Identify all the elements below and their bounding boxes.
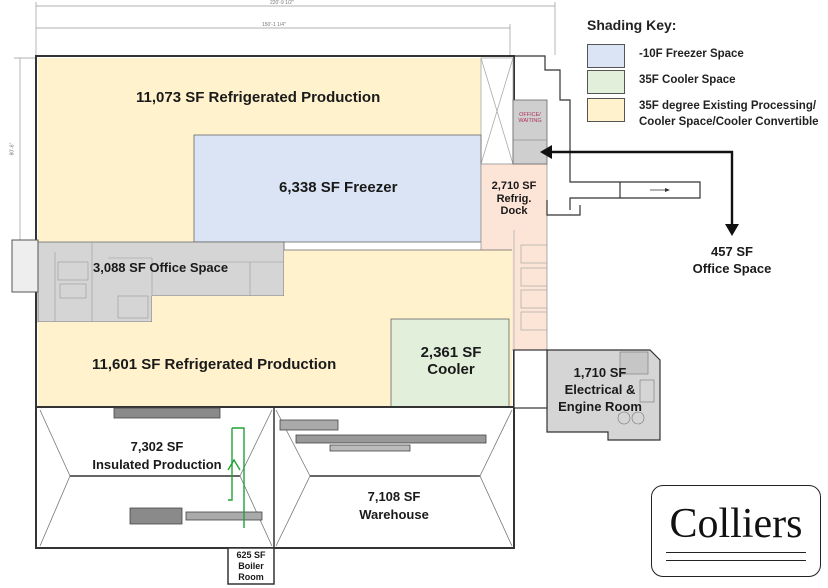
green-process-line — [227, 427, 245, 528]
dimension-lines — [14, 2, 556, 241]
dimension-inner-label: 150'-1 1/4" — [262, 22, 286, 28]
boiler-name-text: Boiler — [238, 560, 264, 571]
freezer-area — [193, 134, 482, 243]
refrigerated-production-bottom-label: 11,601 SF Refrigerated Production — [92, 356, 337, 373]
freezer-swatch — [587, 44, 625, 68]
colliers-logo: Colliers — [651, 485, 821, 577]
dimension-top-label: 220'-9 1/2" — [270, 0, 294, 6]
refrigerated-production-top-label: 11,073 SF Refrigerated Production — [136, 89, 381, 106]
key-freezer-text: -10F Freezer Space — [639, 48, 744, 60]
office-457-name-text: Office Space — [692, 260, 772, 276]
colliers-logo-text: Colliers — [669, 501, 803, 547]
cooler-area — [390, 318, 510, 408]
cooler-name-text: Cooler — [427, 361, 475, 379]
exterior-walls — [514, 55, 701, 216]
freezer-label: 6,338 SF Freezer — [279, 179, 398, 196]
boiler-name-text-2: Room — [238, 571, 264, 582]
shading-key-title: Shading Key: — [587, 17, 677, 33]
electrical-engine-room-label: 1,710 SF Electrical & Engine Room — [550, 365, 650, 416]
cooler-swatch — [587, 70, 625, 94]
logo-rule-2 — [666, 560, 806, 561]
key-processing-text: 35F degree Existing Processing/ Cooler S… — [639, 99, 819, 130]
warehouse-area-text: 7,108 SF — [367, 489, 421, 504]
electrical-name-text-2: Engine Room — [558, 398, 642, 414]
office-waiting-tag: OFFICE/ WAITING — [514, 112, 546, 124]
dimension-side-label: 80'-6" — [9, 142, 16, 156]
key-processing-line-1: 35F degree Existing Processing/ — [639, 100, 817, 112]
boiler-area-text: 625 SF — [236, 550, 266, 560]
office-457-area-text: 457 SF — [711, 244, 753, 259]
boiler-room-label: 625 SF Boiler Room — [228, 550, 274, 582]
refrigerated-dock-name-text-2: Dock — [500, 205, 528, 218]
boiler-room — [227, 547, 275, 585]
refrigerated-dock-label: 2,710 SF Refrig. Dock — [484, 180, 544, 218]
office-tag-text: OFFICE/ — [519, 112, 541, 118]
logo-rule-1 — [666, 552, 806, 553]
office-waiting-room — [512, 99, 548, 165]
insulated-name-text: Insulated Production — [92, 456, 222, 472]
arrow-to-office — [548, 150, 734, 226]
office-space-label: 3,088 SF Office Space — [93, 260, 229, 275]
cooler-area-text: 2,361 SF — [420, 344, 482, 361]
electrical-name-text: Electrical & — [564, 381, 636, 397]
warehouse-label: 7,108 SF Warehouse — [344, 488, 444, 523]
conveyor-equipment — [113, 407, 487, 525]
key-processing-line-2: Cooler Space/Cooler Convertible — [639, 115, 819, 128]
processing-swatch — [587, 98, 625, 122]
insulated-area-text: 7,302 SF — [130, 439, 184, 454]
office-457-label: 457 SF Office Space — [682, 244, 782, 278]
electrical-area-text: 1,710 SF — [573, 365, 627, 380]
warehouse-name-text: Warehouse — [359, 506, 429, 522]
refrigerated-dock-name-text: Refrig. — [496, 192, 532, 205]
electrical-engine-room — [546, 349, 661, 441]
insulated-production-label: 7,302 SF Insulated Production — [82, 438, 232, 473]
key-cooler-text: 35F Cooler Space — [639, 74, 736, 86]
cooler-label: 2,361 SF Cooler — [404, 344, 498, 379]
refrigerated-dock-area-text: 2,710 SF — [491, 180, 537, 192]
office-tag-text-2: WAITING — [518, 118, 542, 125]
